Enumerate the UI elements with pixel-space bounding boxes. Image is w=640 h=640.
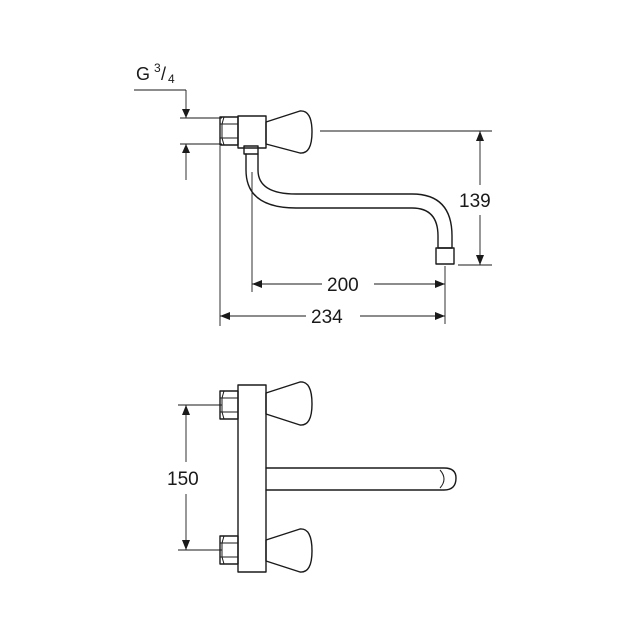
thread-numerator: 3: [154, 61, 161, 75]
front-spout-tip: [439, 469, 445, 489]
thread-arrow-down: [182, 109, 190, 118]
front-top-nut: [219, 390, 239, 420]
side-spout: [245, 153, 453, 249]
front-mixer-body: [237, 384, 267, 573]
dim-connection-spacing-label: 150: [167, 469, 199, 490]
front-spout: [265, 467, 457, 491]
front-bottom-handle: [265, 528, 313, 573]
front-view: 150: [164, 381, 457, 573]
side-connection-nut: [219, 116, 239, 146]
dim-spout-height: 139: [320, 130, 500, 266]
dim-overall-length-label: 234: [311, 307, 343, 328]
thread-callout: G 3 / 4: [134, 61, 222, 180]
thread-letter: G: [136, 64, 150, 84]
side-handle: [265, 110, 313, 154]
dim-overall-length: 234: [219, 146, 445, 328]
side-aerator: [435, 247, 455, 265]
dim-spout-height-label: 139: [459, 191, 491, 212]
dim-connection-spacing: 150: [164, 404, 222, 551]
front-bottom-nut: [219, 535, 239, 565]
side-valve-body: [237, 115, 267, 149]
thread-arrow-up: [182, 144, 190, 153]
side-spout-collar: [243, 145, 259, 155]
side-view: G 3 / 4: [134, 61, 500, 328]
thread-denominator: 4: [168, 72, 175, 86]
front-top-handle: [265, 381, 313, 426]
thread-slash: /: [161, 64, 166, 84]
dim-spout-reach-label: 200: [327, 275, 359, 296]
dim-spout-reach: 200: [251, 172, 446, 324]
